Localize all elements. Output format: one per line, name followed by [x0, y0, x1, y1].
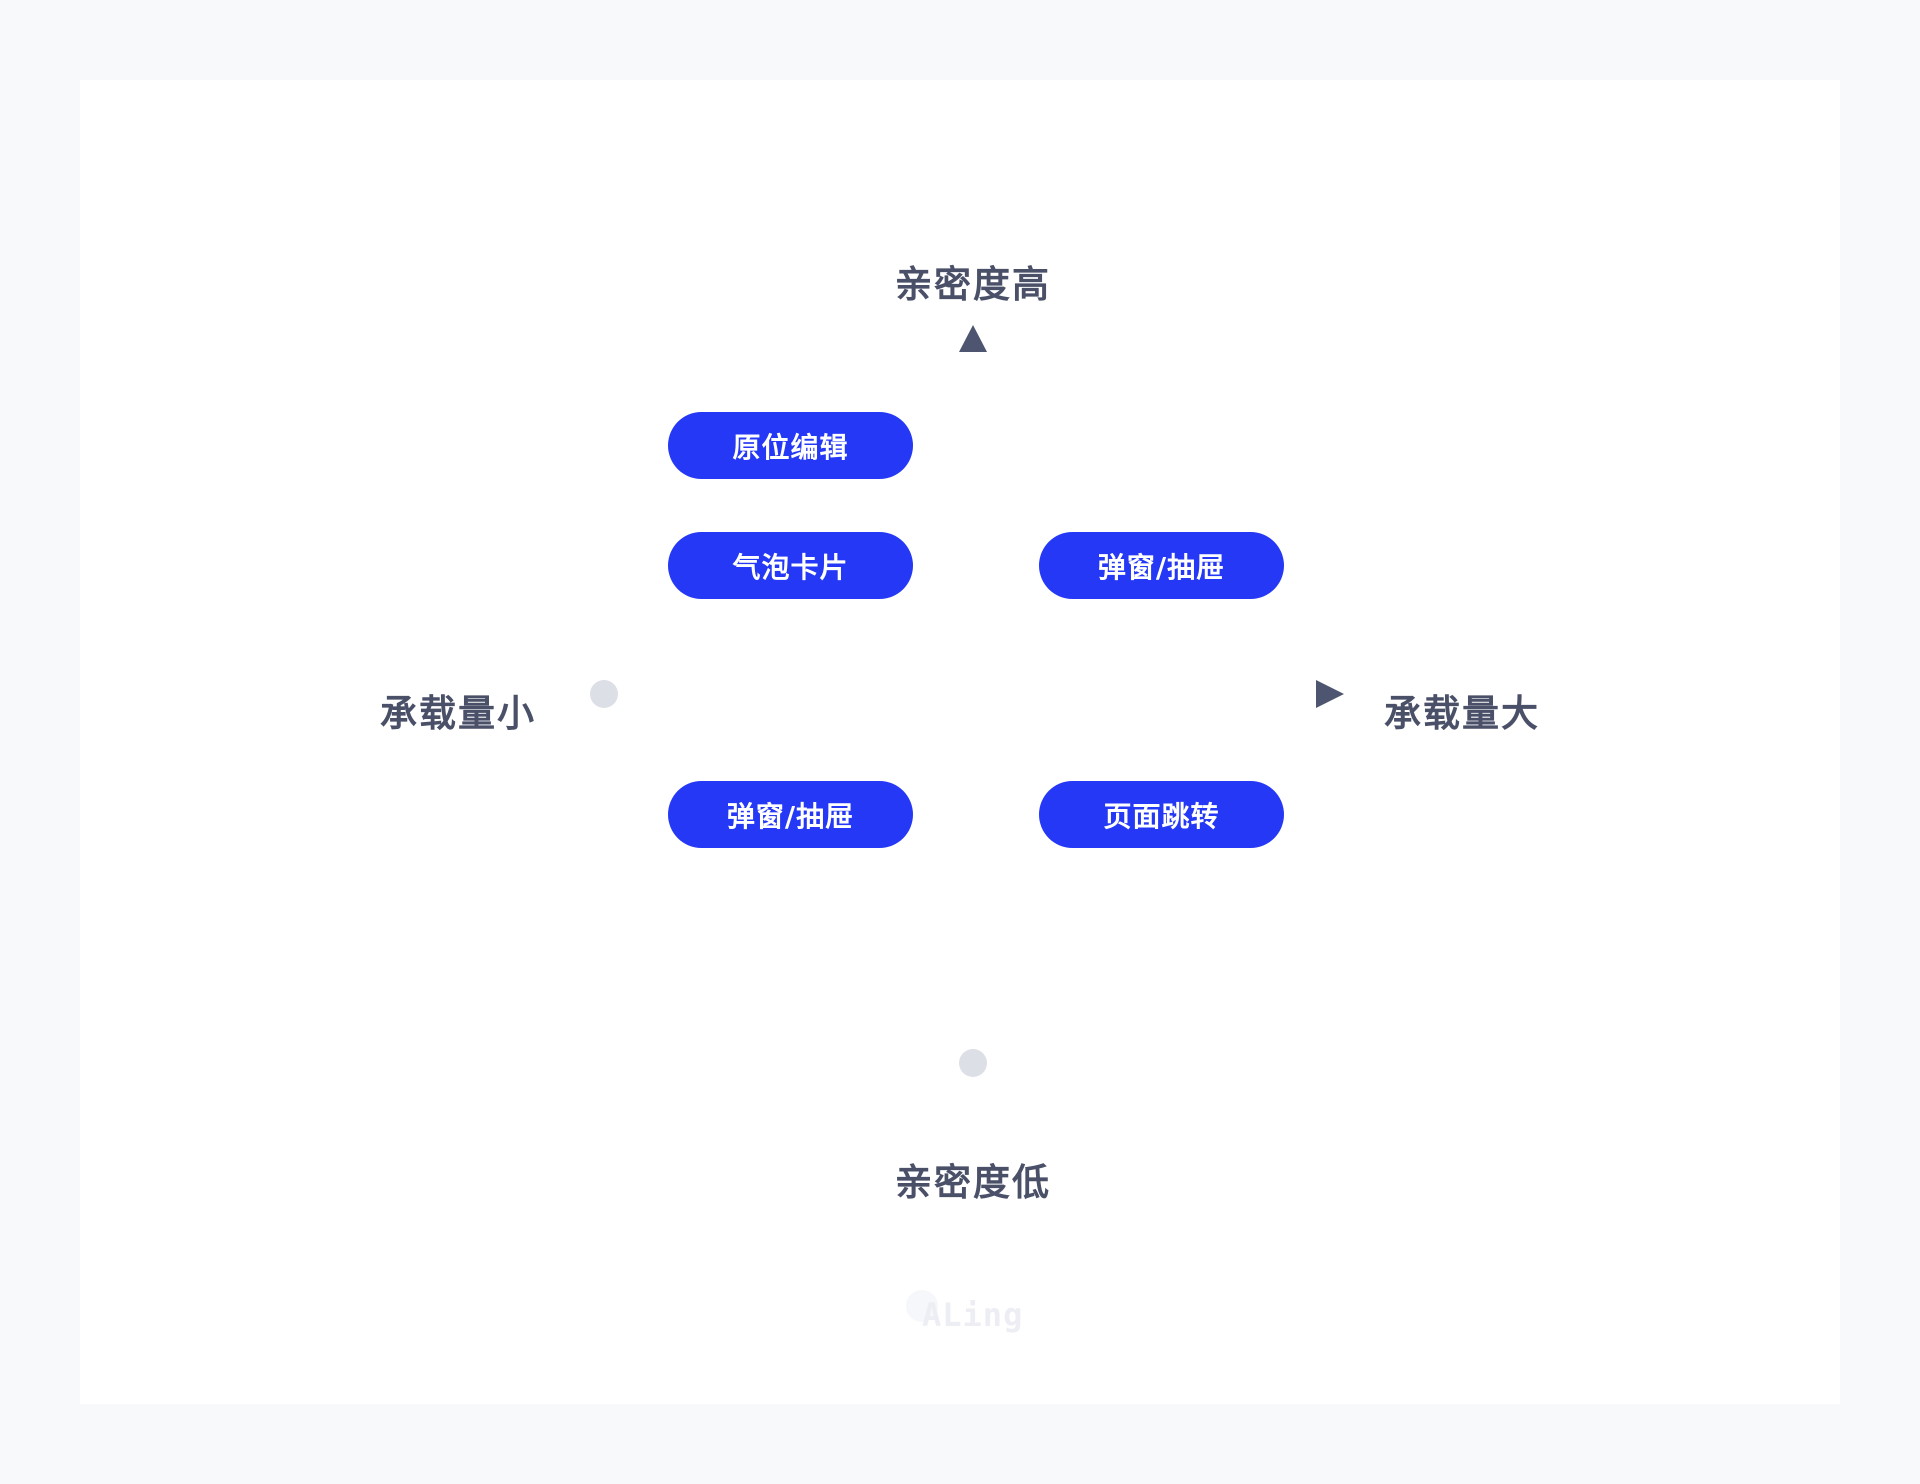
diagram-card	[80, 80, 1840, 1404]
axis-label-bottom: 亲密度低	[895, 1161, 1051, 1204]
pill-modal-drawer-bottom-left[interactable]: 弹窗/抽屉	[668, 781, 913, 848]
horizontal-axis-arrow	[1316, 680, 1344, 708]
axis-label-right: 承载量大	[1384, 692, 1540, 735]
vertical-axis-origin-dot	[959, 1049, 987, 1077]
watermark-dot	[906, 1290, 938, 1322]
pill-page-jump[interactable]: 页面跳转	[1039, 781, 1284, 848]
watermark-logo: ALing	[922, 1296, 1024, 1334]
vertical-axis-arrow	[959, 325, 987, 352]
pill-modal-drawer-top-right[interactable]: 弹窗/抽屉	[1039, 532, 1284, 599]
axis-label-left: 承载量小	[380, 692, 536, 735]
pill-inline-edit[interactable]: 原位编辑	[668, 412, 913, 479]
pill-bubble-card[interactable]: 气泡卡片	[668, 532, 913, 599]
horizontal-axis-origin-dot	[590, 680, 618, 708]
axis-label-top: 亲密度高	[895, 263, 1051, 306]
